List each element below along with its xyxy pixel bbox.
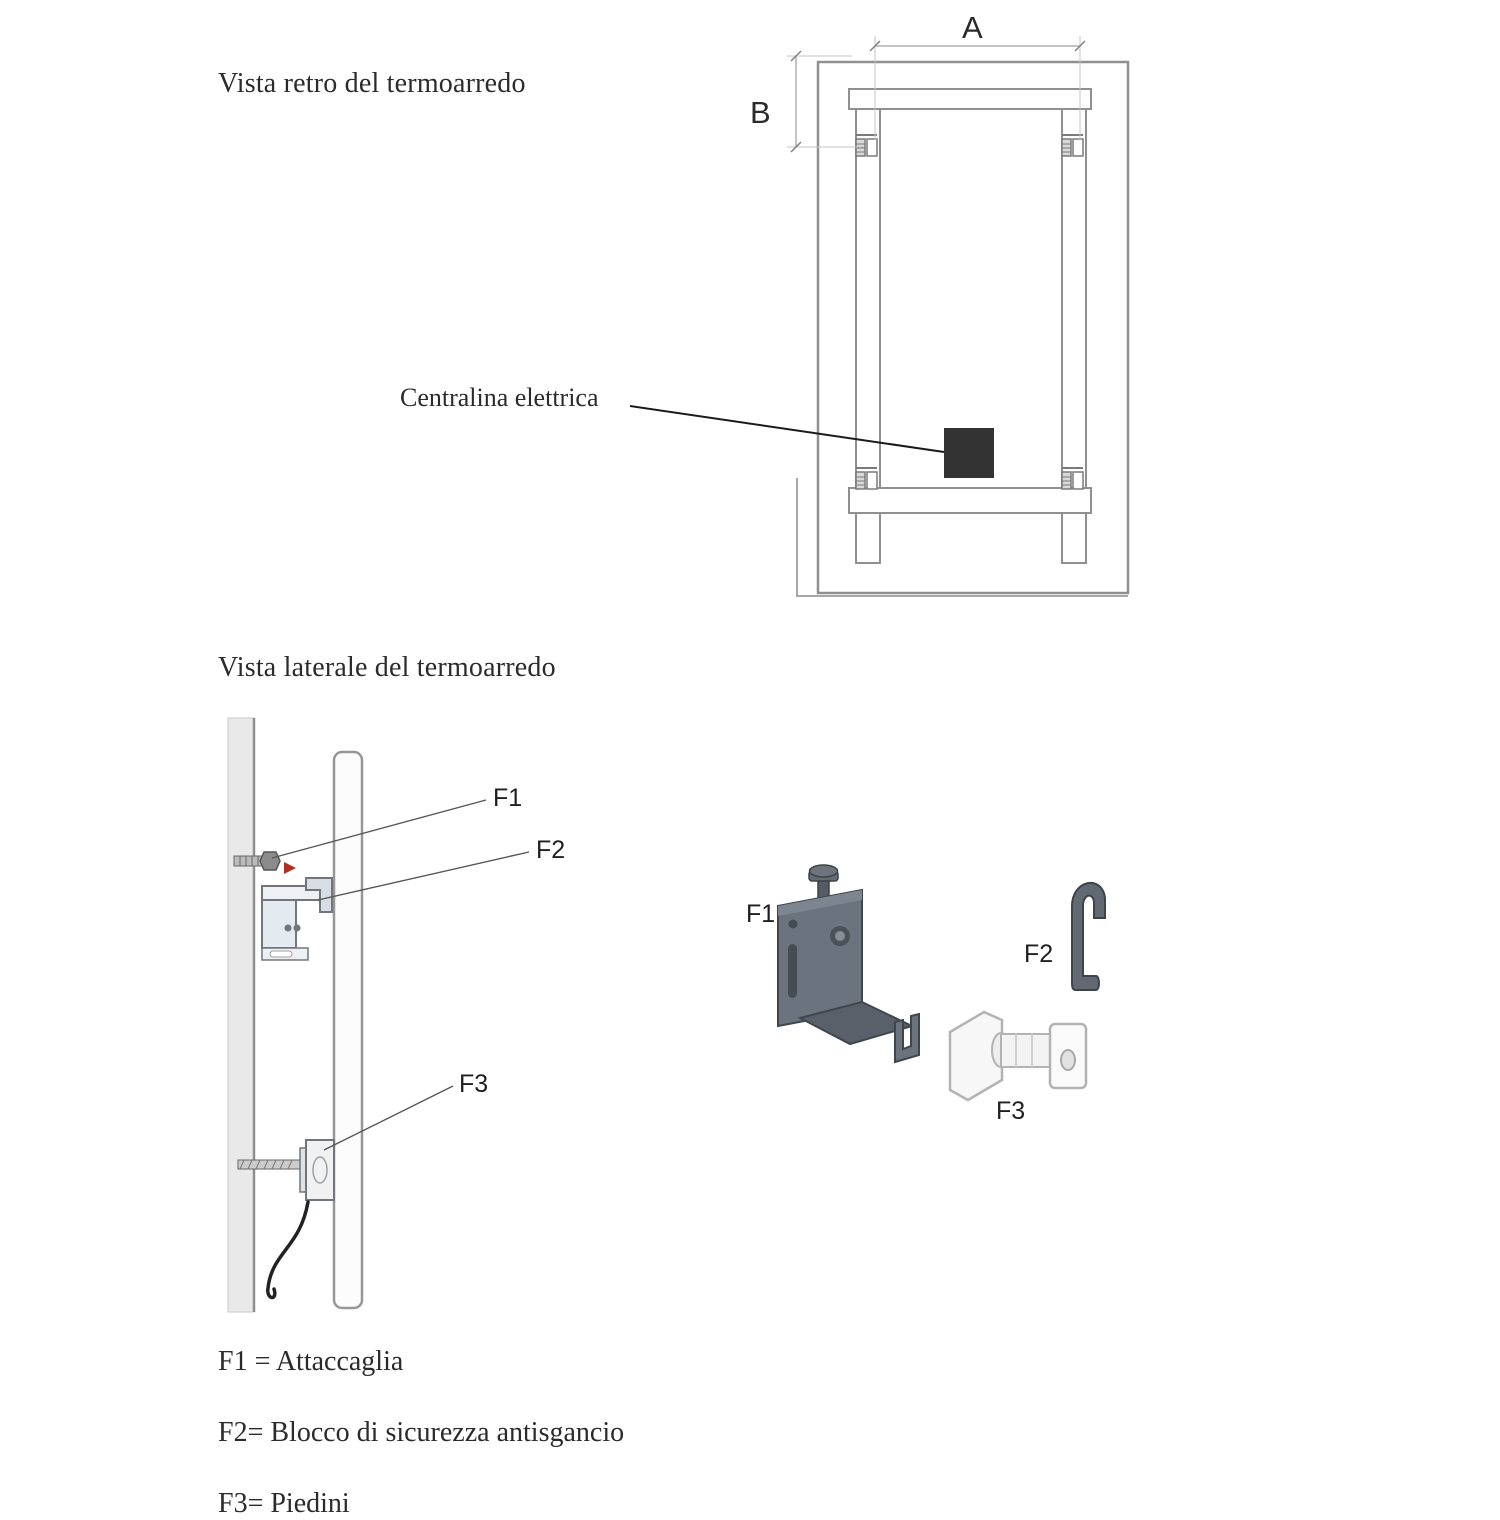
- radiator-bottom-bar: [848, 487, 1092, 514]
- control-unit-square: [944, 428, 994, 478]
- radiator-top-bar: [848, 88, 1092, 110]
- bottom-foot-assembly: [237, 1139, 335, 1201]
- radiator-right-collector: [1061, 108, 1087, 489]
- dimension-a-label: A: [962, 10, 983, 45]
- wall-section: [227, 717, 255, 1313]
- part-f1-image: [777, 864, 920, 1064]
- centralina-label: Centralina elettrica: [400, 383, 599, 412]
- side-view-title: Vista laterale del termoarredo: [218, 652, 556, 683]
- part-f3-label: F3: [996, 1097, 1026, 1125]
- side-view-diagram: [227, 717, 530, 1313]
- rear-view-title: Vista retro del termoarredo: [218, 68, 526, 99]
- power-cable: [266, 1200, 310, 1300]
- wall-outline: [796, 478, 1128, 597]
- top-hanger-assembly: [233, 851, 333, 961]
- radiator-left-leg: [855, 512, 881, 564]
- callout-f3-label: F3: [459, 1070, 489, 1098]
- f2-leader-line: [317, 851, 530, 901]
- legend-item-f2: F2= Blocco di sicurezza antisgancio: [218, 1417, 625, 1448]
- legend: F1 = Attaccaglia F2= Blocco di sicurezza…: [218, 1346, 624, 1520]
- centralina-leader-line: [629, 405, 945, 453]
- red-arrow-icon: [284, 862, 296, 874]
- part-f3-image: [948, 1010, 1088, 1102]
- dimension-b-label: B: [750, 95, 771, 130]
- legend-item-f1: F1 = Attaccaglia: [218, 1346, 404, 1377]
- part-f2-image: [1071, 881, 1106, 991]
- dimension-a-lines: [869, 36, 1086, 140]
- radiator-left-collector: [855, 108, 881, 489]
- part-f1-label: F1: [746, 900, 776, 928]
- radiator-right-leg: [1061, 512, 1087, 564]
- part-f2-label: F2: [1024, 940, 1054, 968]
- dimension-b-lines: [787, 50, 864, 153]
- callout-f2-label: F2: [536, 836, 566, 864]
- f3-leader-line: [323, 1085, 454, 1151]
- rear-view-diagram: [629, 36, 1130, 597]
- legend-item-f3: F3= Piedini: [218, 1488, 350, 1519]
- f1-leader-line: [271, 799, 487, 859]
- callout-f1-label: F1: [493, 784, 523, 812]
